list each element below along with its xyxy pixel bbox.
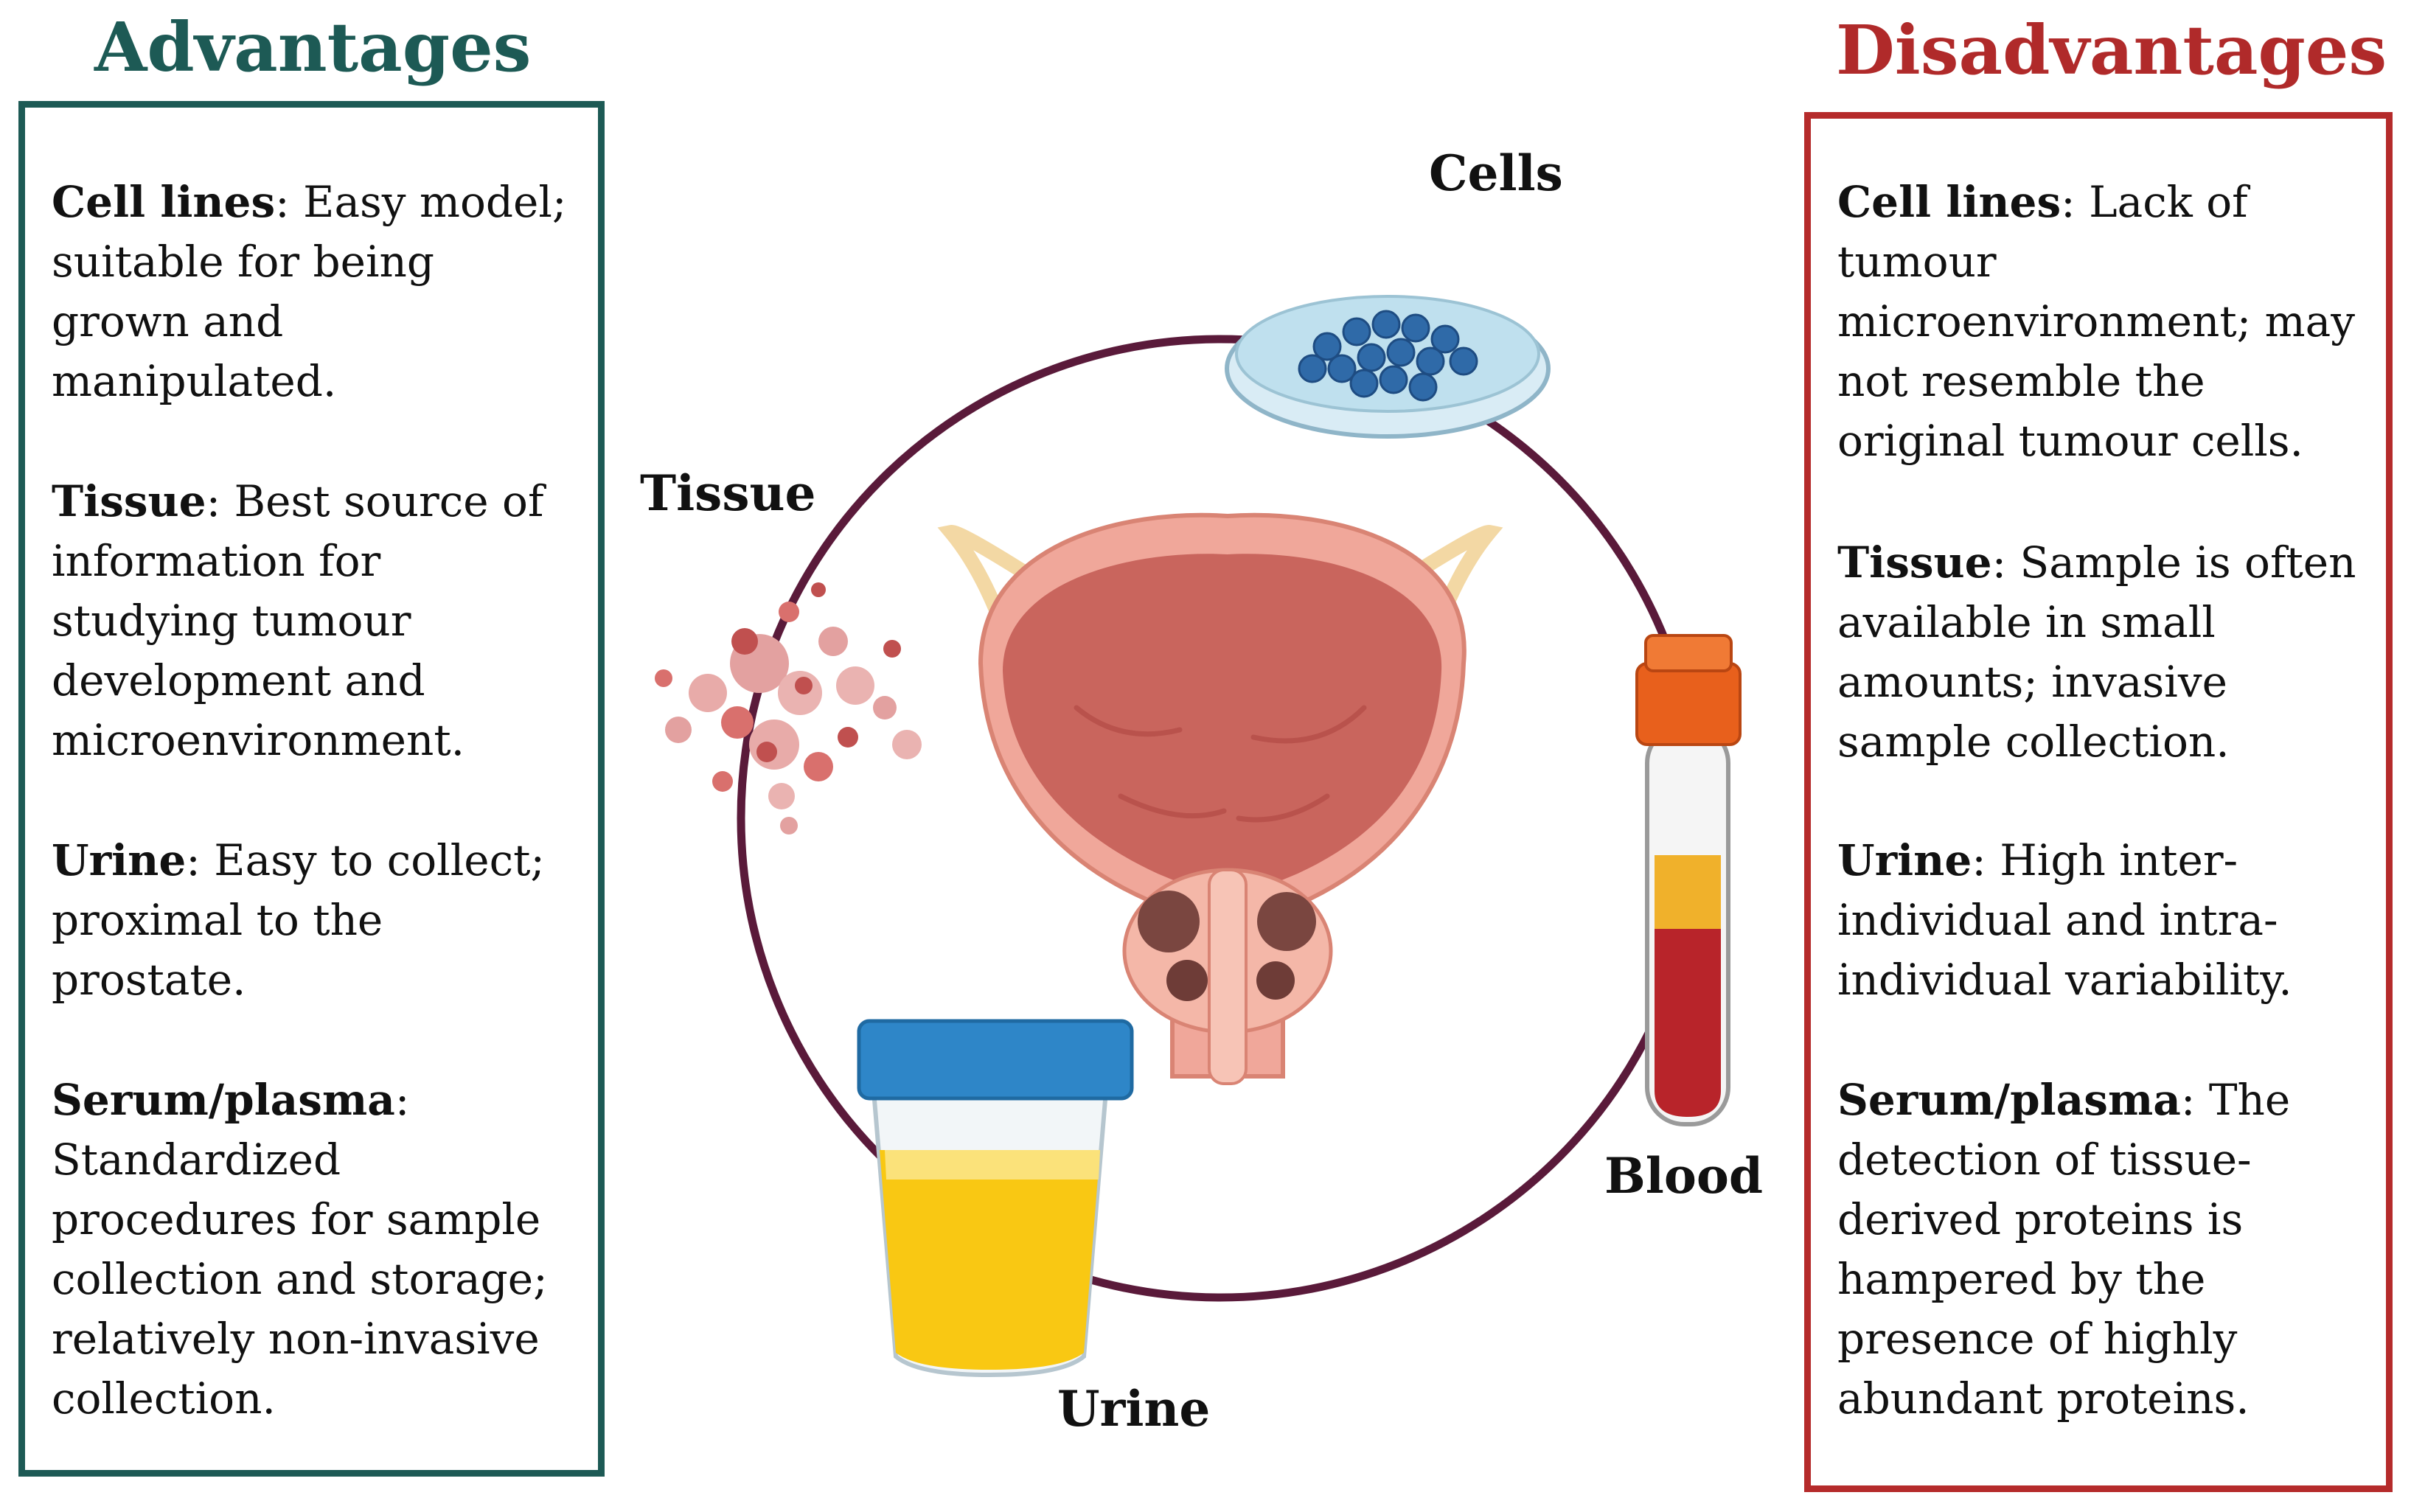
advantage-urine: Urine: Easy to collect; proximal to the …	[52, 831, 580, 1010]
advantage-text: : Best source of information for studyin…	[52, 476, 544, 765]
blood-tube-icon	[1635, 634, 1742, 1126]
disadvantage-term: Tissue	[1837, 537, 1992, 588]
advantage-tissue: Tissue: Best source of information for s…	[52, 472, 580, 770]
advantage-cell-lines: Cell lines: Easy model; suitable for bei…	[52, 173, 580, 411]
urine-label: Urine	[1057, 1380, 1210, 1438]
blood-label: Blood	[1604, 1147, 1763, 1205]
advantage-term: Cell lines	[52, 177, 276, 227]
disadvantage-cell-lines: Cell lines: Lack of tumour microenvironm…	[1837, 173, 2368, 471]
disadvantage-term: Urine	[1837, 835, 1972, 885]
advantage-term: Tissue	[52, 476, 206, 526]
tissue-label: Tissue	[640, 464, 815, 522]
cells-label: Cells	[1429, 144, 1563, 202]
disadvantage-term: Serum/plasma	[1837, 1075, 2181, 1125]
tissue-fragments-icon	[655, 582, 922, 835]
advantages-panel: Cell lines: Easy model; suitable for bei…	[18, 101, 605, 1477]
disadvantage-term: Cell lines	[1837, 177, 2062, 227]
disadvantage-text: : Lack of tumour microenvironment; may n…	[1837, 177, 2355, 466]
advantage-term: Serum/plasma	[52, 1075, 395, 1125]
disadvantage-text: : The detection of tissue-derived protei…	[1837, 1075, 2291, 1424]
disadvantage-text: : Sample is often available in small amo…	[1837, 537, 2356, 767]
advantage-text: : Easy model; suitable for being grown a…	[52, 177, 567, 406]
advantage-text: : Standardized procedures for sample col…	[52, 1075, 548, 1424]
disadvantage-tissue: Tissue: Sample is often available in sma…	[1837, 533, 2368, 772]
disadvantage-serum-plasma: Serum/plasma: The detection of tissue-de…	[1837, 1070, 2368, 1429]
disadvantages-heading: Disadvantages	[1836, 10, 2387, 90]
disadvantage-urine: Urine: High inter-individual and intra-i…	[1837, 831, 2368, 1010]
urine-cup-icon	[857, 1019, 1134, 1378]
petri-dish-icon	[1225, 295, 1551, 439]
advantage-serum-plasma: Serum/plasma: Standardized procedures fo…	[52, 1070, 580, 1429]
disadvantages-panel: Cell lines: Lack of tumour microenvironm…	[1804, 112, 2393, 1492]
bladder-prostate-illustration	[937, 512, 1503, 1085]
advantages-heading: Advantages	[94, 7, 532, 87]
advantage-term: Urine	[52, 835, 187, 885]
advantage-text: : Easy to collect; proximal to the prost…	[52, 835, 545, 1005]
disadvantage-text: : High inter-individual and intra-indivi…	[1837, 835, 2292, 1005]
sample-sources-diagram: Cells Tissue Blood Urine	[640, 144, 1763, 1438]
